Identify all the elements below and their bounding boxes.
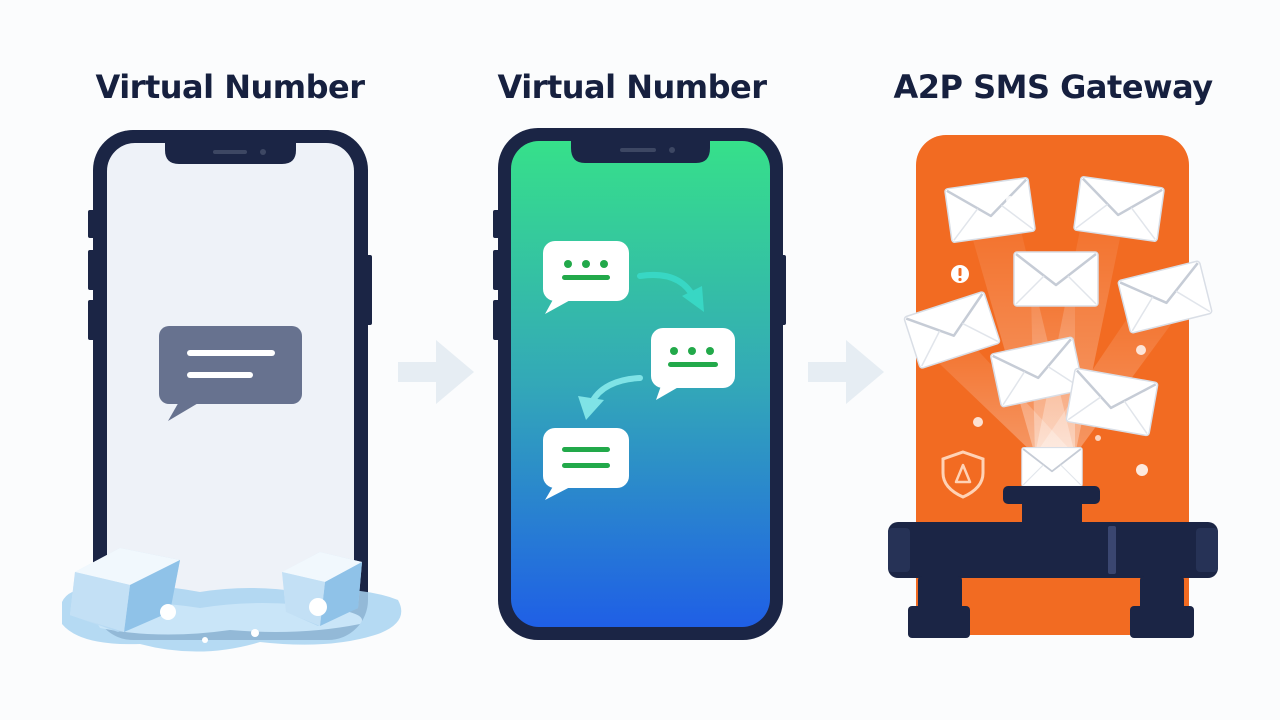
panel-3-title: A2P SMS Gateway bbox=[893, 68, 1213, 106]
curved-arrow-icon bbox=[578, 375, 643, 420]
panel-1-chat-bubble-icon bbox=[159, 326, 302, 421]
sparkle-dots bbox=[973, 196, 1148, 476]
envelope-icon bbox=[943, 176, 1037, 244]
envelope-icon bbox=[1072, 175, 1166, 243]
panel-2-chat-bubble-middle-icon bbox=[651, 328, 735, 400]
envelope-icon bbox=[1020, 446, 1084, 488]
curved-arrow-icon bbox=[637, 272, 704, 312]
panel-2-title: Virtual Number bbox=[497, 68, 767, 106]
panel-2-chat-bubble-top-icon bbox=[543, 241, 629, 314]
arrow-right-icon bbox=[808, 340, 884, 404]
panel-2-chat-bubble-bottom-icon bbox=[543, 428, 629, 500]
panel-1-title: Virtual Number bbox=[95, 68, 365, 106]
panel-1-melting-ice-icon bbox=[62, 548, 402, 652]
pipe-icon bbox=[888, 486, 1218, 638]
shield-icon bbox=[941, 450, 985, 499]
warning-icon bbox=[951, 265, 969, 283]
envelope-icon bbox=[1012, 250, 1100, 308]
arrow-right-icon bbox=[398, 340, 474, 404]
panel-2-phone bbox=[493, 128, 786, 640]
